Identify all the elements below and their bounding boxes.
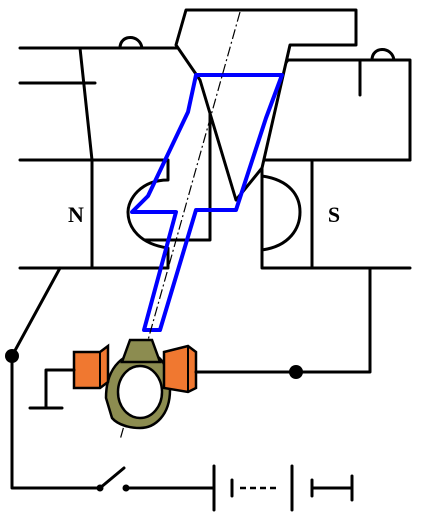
commutator xyxy=(104,338,172,430)
ground-wire xyxy=(44,368,76,410)
north-magnet-hook xyxy=(118,36,144,50)
left-upper-wire xyxy=(10,266,62,358)
brush-left xyxy=(72,343,110,390)
south-magnet-front-face xyxy=(260,158,314,270)
armature-frame xyxy=(174,8,358,202)
south-magnet-hook xyxy=(370,48,396,62)
battery xyxy=(212,464,354,512)
brush-right xyxy=(162,344,198,394)
south-magnet: S xyxy=(260,48,412,270)
north-magnet: N xyxy=(18,36,212,270)
commutator-collar xyxy=(120,338,162,364)
right-return-wire xyxy=(294,266,372,374)
commutator-inner xyxy=(116,364,164,420)
switch xyxy=(96,466,216,492)
left-lower-wire xyxy=(10,354,102,490)
rotation-axis xyxy=(119,11,241,441)
rotating-coil xyxy=(130,73,284,332)
south-pole-label: S xyxy=(328,202,340,227)
north-pole-label: N xyxy=(68,202,84,227)
